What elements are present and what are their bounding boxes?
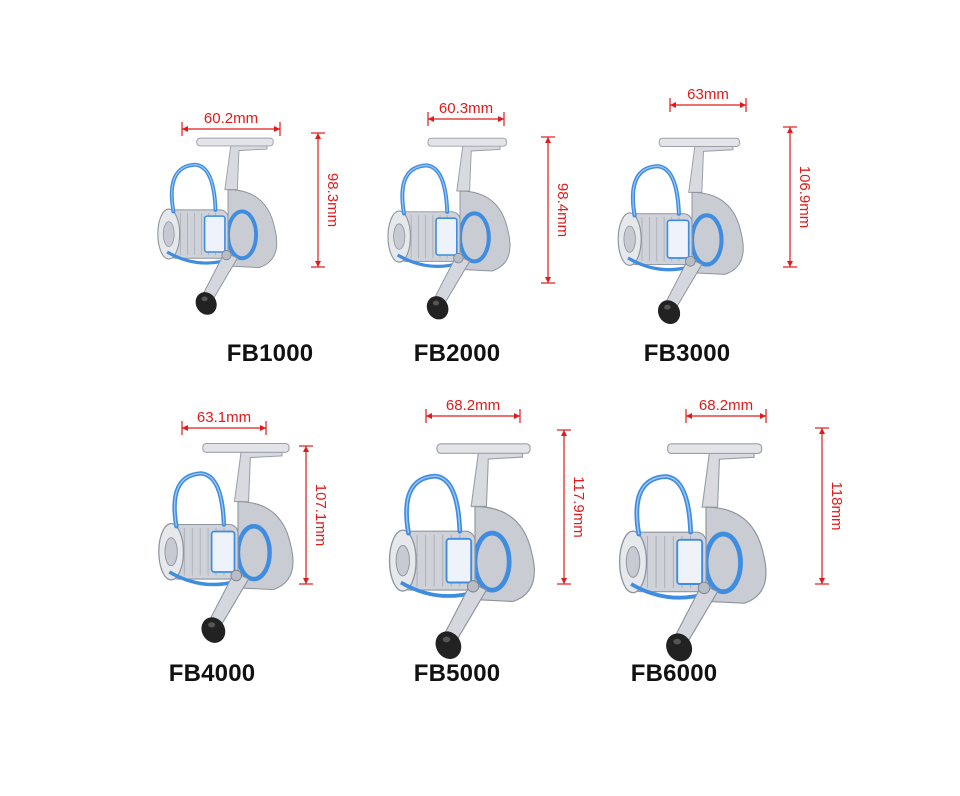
reel-figure: 68.2mm 118mm bbox=[618, 397, 845, 662]
model-label: FB4000 bbox=[168, 660, 256, 687]
dimension-arrow-icon: 60.3mm 98.4mm bbox=[427, 100, 571, 284]
height-dimension-label: 98.4mm bbox=[554, 183, 571, 237]
model-label: FB3000 bbox=[643, 340, 731, 367]
height-dimension-label: 118mm bbox=[828, 482, 845, 531]
reel-figure: 60.2mm 98.3mm bbox=[157, 110, 341, 315]
dimension-arrow-icon: 68.2mm 118mm bbox=[685, 397, 845, 585]
width-dimension-label: 60.2mm bbox=[204, 110, 258, 127]
reel-figure: 63mm 106.9mm bbox=[617, 86, 813, 325]
height-dimension-label: 106.9mm bbox=[796, 166, 813, 229]
reel-figure: 68.2mm 117.9mm bbox=[388, 397, 587, 659]
spinning-reel-illustration bbox=[618, 443, 767, 662]
dimension-arrow-icon: 63mm 106.9mm bbox=[669, 86, 813, 268]
width-dimension-label: 68.2mm bbox=[699, 397, 753, 414]
model-label: FB1000 bbox=[226, 340, 314, 367]
model-label: FB2000 bbox=[413, 340, 501, 367]
reel-figure: 60.3mm 98.4mm bbox=[387, 100, 571, 320]
height-dimension-label: 117.9mm bbox=[570, 476, 587, 537]
dimension-arrow-icon: 63.1mm 107.1mm bbox=[181, 409, 329, 585]
spinning-reel-illustration bbox=[157, 137, 278, 315]
dimension-arrow-icon: 60.2mm 98.3mm bbox=[181, 110, 341, 268]
spinning-reel-illustration bbox=[388, 443, 535, 659]
spinning-reel-illustration bbox=[387, 137, 511, 320]
reel-figure: 63.1mm 107.1mm bbox=[158, 409, 329, 643]
height-dimension-label: 107.1mm bbox=[312, 484, 329, 547]
spinning-reel-illustration bbox=[158, 442, 294, 643]
spinning-reel-illustration bbox=[617, 137, 744, 325]
model-label: FB6000 bbox=[630, 660, 718, 687]
width-dimension-label: 68.2mm bbox=[446, 397, 500, 414]
model-label: FB5000 bbox=[413, 660, 501, 687]
width-dimension-label: 63mm bbox=[687, 86, 729, 103]
width-dimension-label: 60.3mm bbox=[439, 100, 493, 117]
width-dimension-label: 63.1mm bbox=[197, 409, 251, 426]
dimension-arrow-icon: 68.2mm 117.9mm bbox=[425, 397, 587, 585]
height-dimension-label: 98.3mm bbox=[324, 173, 341, 227]
